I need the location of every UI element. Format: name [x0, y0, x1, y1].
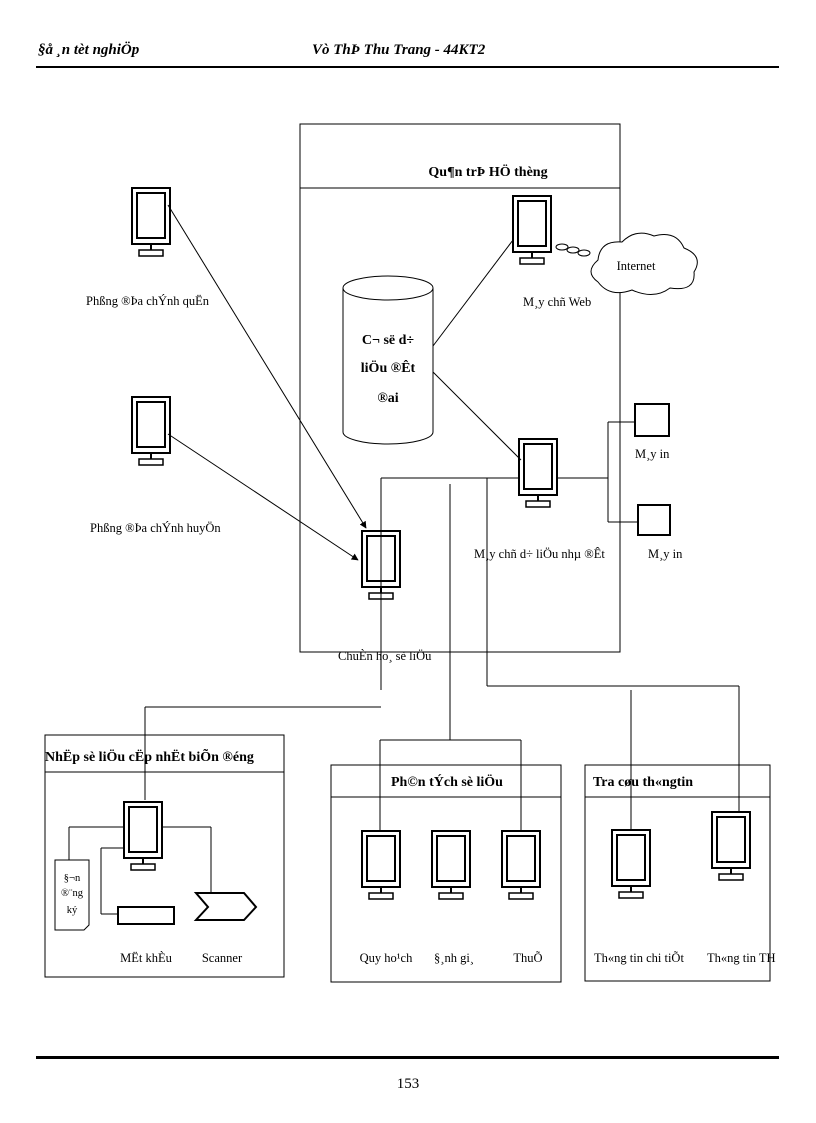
info-box-title: Tra cøu th«ngtin [593, 775, 693, 790]
input-box-title: NhËp sè liÖu cËp nhËt biÕn ®éng [45, 747, 254, 765]
connection-lines [144, 204, 740, 830]
doc-label-2: ®¨ng [61, 888, 84, 899]
analysis-item-1: Quy ho¹ch [360, 951, 413, 965]
admin-box [299, 123, 621, 653]
scanner-label: Scanner [202, 951, 243, 965]
district-room-label: Phßng ®Þa chÝnh quËn [86, 294, 210, 308]
footer-rule [36, 1056, 779, 1059]
evaluation-monitor-icon [431, 830, 471, 900]
tax-monitor-icon [501, 830, 541, 900]
planning-monitor-icon [361, 830, 401, 900]
admin-box-title: Qu¶n trÞ HÖ thèng [428, 163, 547, 180]
header-right: Vò ThÞ Thu Trang - 44KT2 [312, 42, 486, 58]
printer-icon-1 [634, 403, 670, 437]
database-cylinder [342, 275, 434, 445]
detail-info-monitor-icon [611, 829, 651, 899]
internet-label: Internet [617, 259, 656, 273]
analysis-box [330, 764, 562, 983]
input-monitor-icon [123, 801, 163, 871]
web-server-label: M¸y chñ Web [523, 295, 591, 309]
scanner-icon [193, 892, 258, 921]
web-server-monitor-icon [512, 195, 552, 265]
printer-label-2: M¸y in [648, 547, 683, 561]
internet-cloud-icon [555, 232, 698, 295]
land-data-server-monitor-icon [518, 438, 558, 508]
doc-label-3: ký [67, 905, 78, 916]
header-rule [36, 66, 779, 68]
doc-label-1: §¬n [64, 873, 81, 884]
land-data-server-label: M¸y chñ d÷ liÖu nhµ ®Êt [474, 547, 605, 561]
input-box [44, 734, 285, 978]
county-room-monitor-icon [131, 396, 171, 466]
page-number: 153 [396, 1076, 420, 1092]
analysis-box-title: Ph©n tÝch sè liÖu [391, 773, 503, 790]
info-item-2: Th«ng tin TH [707, 951, 776, 965]
registration-document-icon [54, 859, 90, 931]
keyboard-label: MËt khÈu [120, 951, 172, 965]
info-item-1: Th«ng tin chi tiÕt [594, 951, 684, 965]
database-label-1: C¬ së d÷ [362, 333, 415, 348]
keyboard-icon [117, 906, 175, 925]
header-left: §å ¸n tèt nghiÖp [38, 42, 140, 58]
database-label-3: ®ai [377, 391, 398, 406]
summary-info-monitor-icon [711, 811, 751, 881]
analysis-item-3: ThuÕ [513, 951, 542, 965]
database-label-2: liÖu ®Êt [361, 359, 416, 376]
standardize-label: ChuÈn ho¸ sè liÖu [338, 649, 432, 663]
analysis-item-2: §¸nh gi¸ [434, 951, 474, 965]
county-room-label: Phßng ®Þa chÝnh huyÖn [90, 521, 221, 535]
district-room-monitor-icon [131, 187, 171, 257]
printer-icon-2 [637, 504, 671, 536]
printer-label-1: M¸y in [635, 447, 670, 461]
info-box [584, 764, 771, 982]
